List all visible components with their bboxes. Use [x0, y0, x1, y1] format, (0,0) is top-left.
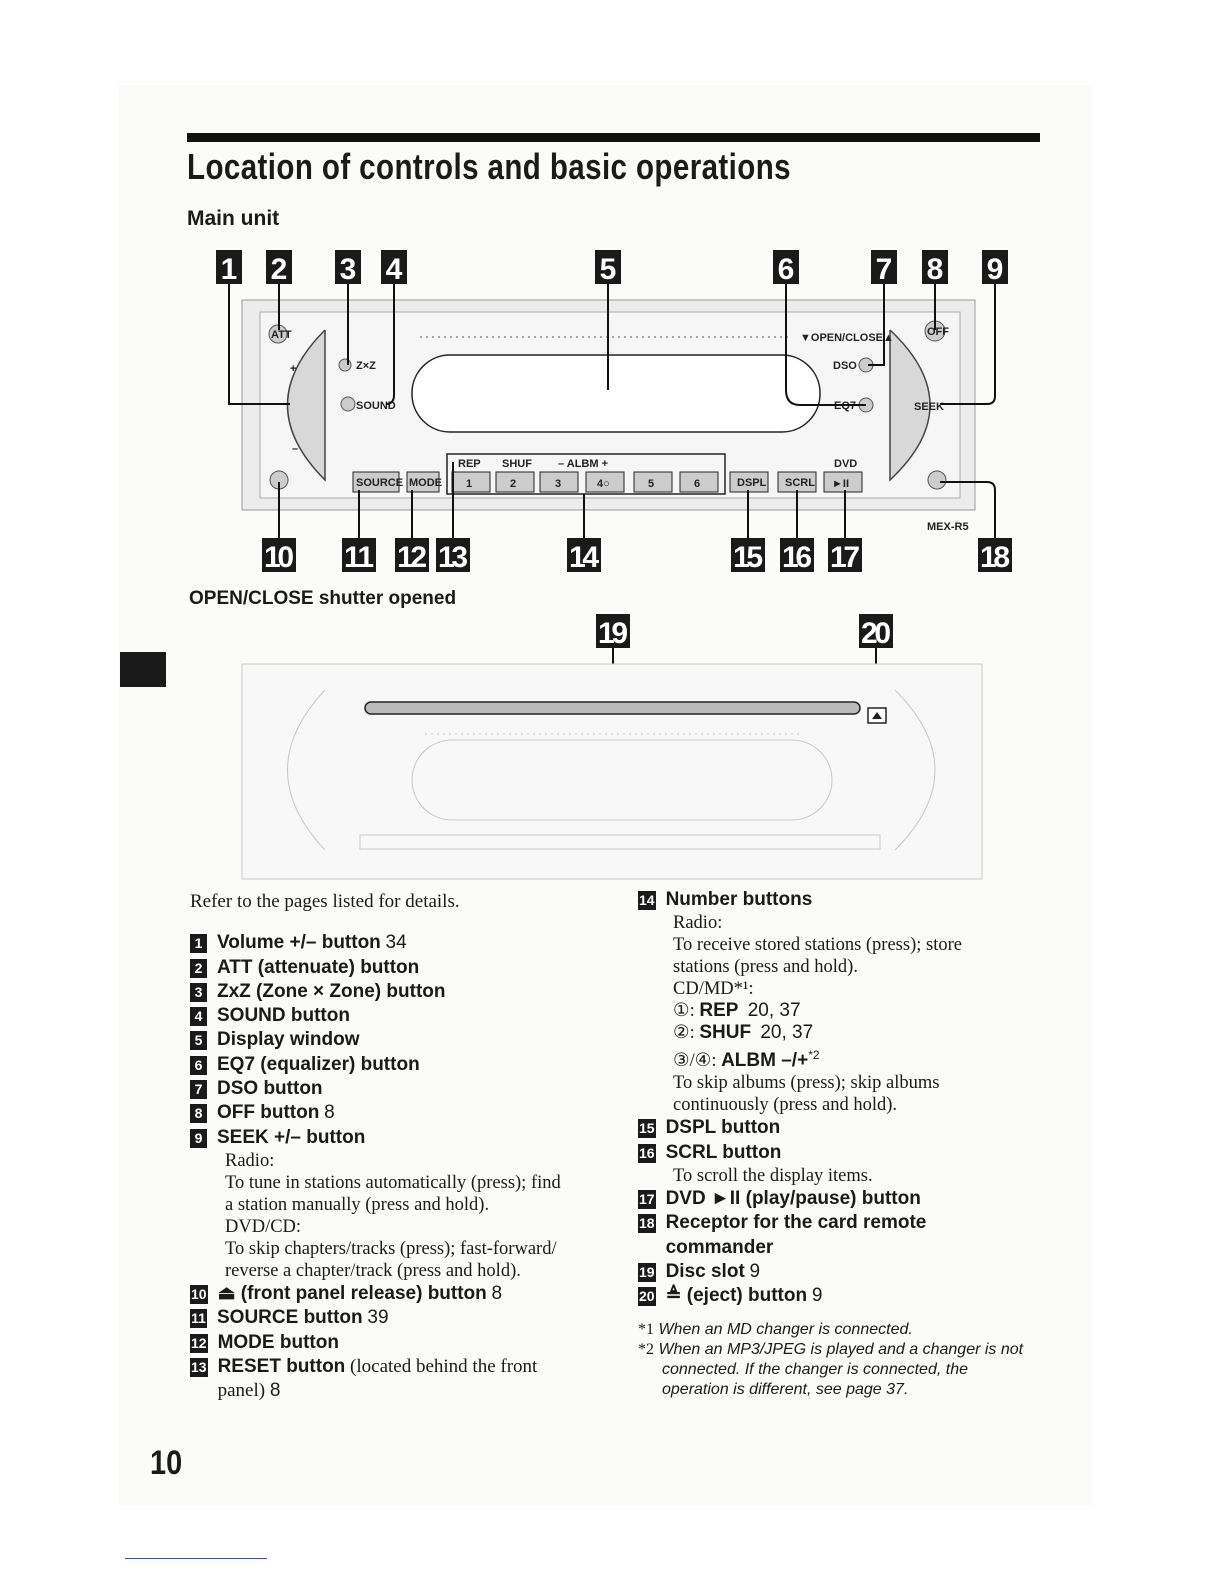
svg-text:19: 19 [598, 617, 628, 650]
svg-text:4: 4 [386, 253, 403, 286]
page-title: Location of controls and basic operation… [187, 146, 792, 187]
svg-text:5: 5 [648, 478, 654, 490]
section-open-close: OPEN/CLOSE shutter opened [189, 588, 457, 609]
footnote-2: *2 When an MP3/JPEG is played and a chan… [638, 1341, 1024, 1398]
svg-text:20: 20 [861, 617, 891, 650]
svg-text:2: 2 [271, 253, 288, 286]
svg-text:▼OPEN/CLOSE▲: ▼OPEN/CLOSE▲ [800, 332, 894, 344]
svg-text:3: 3 [340, 253, 357, 286]
svg-text:REP: REP [458, 458, 481, 470]
svg-text:+: + [290, 363, 296, 375]
svg-text:18: 18 [980, 541, 1010, 574]
open-shutter-panel [241, 663, 983, 880]
svg-text:5: 5 [600, 253, 617, 286]
seek-description: Radio:To tune in stations automatically … [225, 1150, 561, 1281]
svg-text:6: 6 [778, 253, 795, 286]
svg-text:16: 16 [782, 541, 812, 574]
svg-text:– ALBM +: – ALBM + [558, 458, 608, 470]
footnote-1: *1 When an MD changer is connected. [638, 1321, 913, 1338]
scrl-description: To scroll the display items. [673, 1166, 873, 1187]
number-buttons-description: Radio:To receive stored stations (press)… [673, 913, 962, 1116]
footnotes: *1 When an MD changer is connected. *2 W… [638, 1320, 1023, 1400]
svg-text:6: 6 [694, 478, 700, 490]
svg-text:7: 7 [876, 253, 893, 286]
svg-text:Z×Z: Z×Z [356, 360, 376, 372]
svg-text:8: 8 [927, 253, 944, 286]
svg-text:DVD: DVD [834, 458, 857, 470]
svg-text:SEEK: SEEK [914, 401, 944, 413]
svg-text:4○: 4○ [597, 478, 610, 490]
svg-text:13: 13 [438, 541, 468, 574]
chapter-tab [120, 652, 166, 687]
eject-icon [872, 712, 882, 719]
svg-text:1: 1 [221, 253, 238, 286]
svg-text:11: 11 [344, 541, 374, 574]
svg-text:SOUND: SOUND [356, 400, 396, 412]
title-rule [187, 133, 1040, 142]
svg-text:SOURCE: SOURCE [356, 477, 403, 489]
svg-text:2: 2 [510, 478, 516, 490]
callouts-bottom: 10 11 12 13 14 15 16 17 18 19 20 [262, 538, 1012, 650]
panel-labels: ATT + – Z×Z SOUND ▼OPEN/CLOSE▲ DSO EQ7 O… [271, 326, 969, 533]
svg-text:–: – [292, 443, 298, 455]
disc-slot [364, 701, 861, 715]
callouts-top: 1 2 3 4 5 6 7 8 9 [216, 250, 1008, 286]
legend-left-column: Refer to the pages listed for details. 1… [190, 890, 610, 1403]
intro-text: Refer to the pages listed for details. [190, 891, 460, 912]
svg-text:►II: ►II [832, 478, 849, 490]
main-unit-diagram: ATT + – Z×Z SOUND ▼OPEN/CLOSE▲ DSO EQ7 O… [216, 250, 1012, 880]
section-main-unit: Main unit [187, 207, 280, 230]
svg-text:SHUF: SHUF [502, 458, 532, 470]
svg-text:3: 3 [555, 478, 561, 490]
svg-text:MEX-R5: MEX-R5 [927, 521, 969, 533]
svg-text:12: 12 [397, 541, 427, 574]
page-number: 10 [150, 1444, 183, 1482]
svg-text:ATT: ATT [271, 329, 292, 341]
svg-text:15: 15 [733, 541, 763, 574]
svg-text:1: 1 [466, 478, 472, 490]
svg-text:10: 10 [264, 541, 294, 574]
svg-text:14: 14 [569, 541, 599, 574]
svg-text:17: 17 [830, 541, 860, 574]
svg-text:DSO: DSO [833, 360, 857, 372]
footer-line [125, 1558, 267, 1559]
legend-item-10: 10⏏ (front panel release) button 8 [190, 1282, 503, 1304]
svg-text:SCRL: SCRL [785, 477, 815, 489]
svg-text:9: 9 [987, 253, 1004, 286]
legend-item-20: 20≜ (eject) button 9 [638, 1285, 823, 1307]
svg-text:OFF: OFF [927, 326, 949, 338]
svg-text:DSPL: DSPL [737, 477, 767, 489]
svg-text:MODE: MODE [409, 477, 442, 489]
